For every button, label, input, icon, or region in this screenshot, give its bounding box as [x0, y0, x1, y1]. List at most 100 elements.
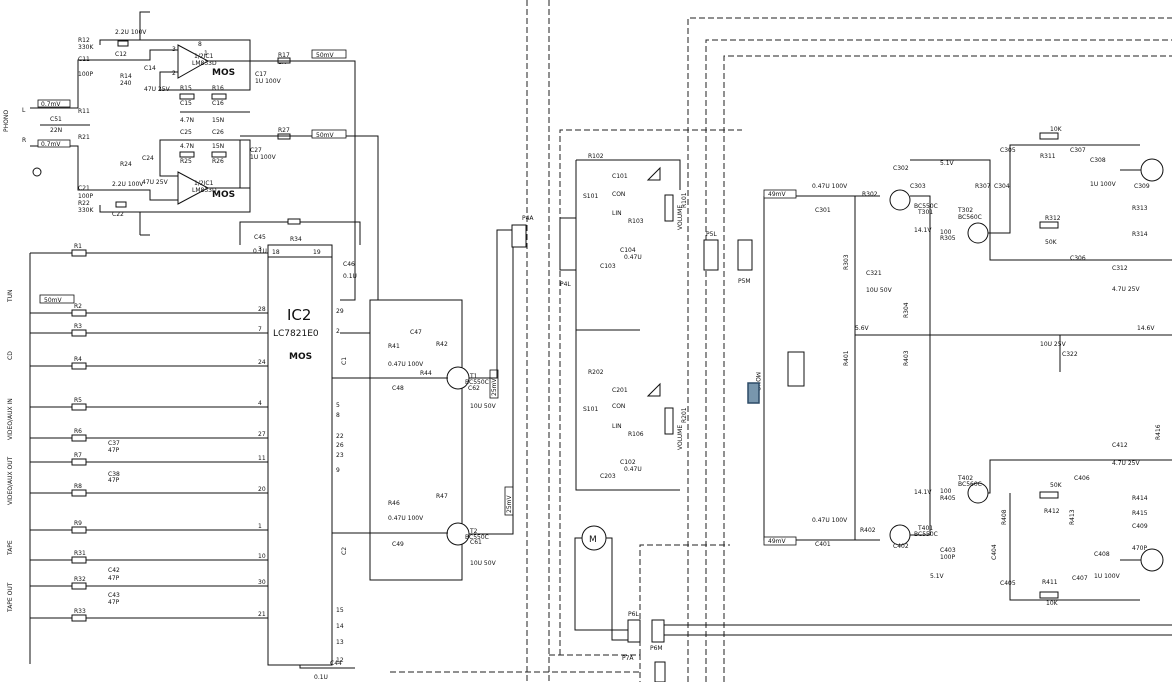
- svg-text:S101: S101: [583, 193, 598, 200]
- svg-text:470P: 470P: [1132, 545, 1147, 552]
- pot-r312[interactable]: [1039, 221, 1059, 229]
- connector-p4l[interactable]: [559, 217, 577, 271]
- ic2-pin-number: 7: [258, 326, 262, 333]
- pot-r412[interactable]: [1039, 491, 1059, 499]
- svg-text:R304: R304: [903, 302, 910, 318]
- ic2-pin-number: 20: [258, 486, 266, 493]
- ground-terminal-icon: [32, 167, 42, 177]
- connector-p6l[interactable]: [627, 619, 641, 643]
- resistor-ref: R5: [74, 397, 82, 404]
- volume-pot-left[interactable]: [664, 194, 674, 222]
- volume-pot-right[interactable]: [664, 407, 674, 435]
- svg-text:C322: C322: [1062, 351, 1078, 358]
- resistor-icon: [287, 218, 301, 225]
- svg-text:R403: R403: [903, 350, 910, 366]
- connector-p4a[interactable]: [511, 224, 527, 248]
- level-tag-vertical: [489, 369, 499, 399]
- svg-text:14.6V: 14.6V: [1137, 325, 1155, 332]
- svg-text:25mV: 25mV: [491, 378, 498, 396]
- svg-text:C203: C203: [600, 473, 616, 480]
- cap-value: 47P: [108, 599, 120, 606]
- svg-text:R11: R11: [78, 108, 90, 115]
- svg-text:5.1V: 5.1V: [930, 573, 945, 580]
- svg-text:10U 25V: 10U 25V: [1040, 341, 1067, 348]
- svg-text:C406: C406: [1074, 475, 1090, 482]
- svg-text:C1: C1: [341, 357, 348, 365]
- svg-text:50K: 50K: [1045, 239, 1058, 246]
- svg-text:C49: C49: [392, 541, 404, 548]
- ic2-selector: 18 19 IC2 LC7821E0 MOS C45 0.1U R34 C46 …: [239, 218, 361, 681]
- input-label-tape-out: TAPE OUT: [7, 582, 14, 613]
- level-tag: [37, 99, 71, 108]
- svg-text:MOS: MOS: [212, 190, 235, 200]
- ic2-pin-number: 13: [336, 639, 344, 646]
- svg-text:1: 1: [204, 50, 208, 57]
- svg-text:0.47U 100V: 0.47U 100V: [388, 515, 424, 522]
- resistor-icon: [71, 362, 87, 370]
- svg-text:R314: R314: [1132, 231, 1148, 238]
- ic2-pin-number: 14: [336, 623, 344, 630]
- svg-text:C312: C312: [1112, 265, 1128, 272]
- transistor-t301-icon: [889, 189, 911, 211]
- svg-text:R311: R311: [1040, 153, 1056, 160]
- svg-text:18: 18: [272, 249, 280, 256]
- ic2-pin-number: 8: [336, 412, 340, 419]
- ic2-pin-number: 30: [258, 579, 266, 586]
- pot-r311[interactable]: [1039, 132, 1059, 140]
- resistor-ref: R3: [74, 323, 82, 330]
- svg-text:100P: 100P: [78, 71, 93, 78]
- opamp-a-symbol: [177, 44, 210, 79]
- ic2-pin-number: 24: [258, 359, 266, 366]
- resistor-icon: [71, 526, 87, 534]
- switch-s302[interactable]: [787, 351, 805, 387]
- svg-text:10U 50V: 10U 50V: [470, 403, 497, 410]
- svg-text:C306: C306: [1070, 255, 1086, 262]
- svg-text:0.7mV: 0.7mV: [41, 141, 61, 148]
- svg-text:330K: 330K: [78, 44, 94, 51]
- transistor-out-lower-icon: [1140, 548, 1164, 572]
- svg-text:R408: R408: [1001, 509, 1008, 525]
- input-rails: TUN CD VIDEO/AUX IN VIDEO/AUX OUT TAPE T…: [7, 253, 75, 664]
- svg-text:M: M: [589, 535, 597, 545]
- svg-text:MOS: MOS: [212, 68, 235, 78]
- svg-text:100P: 100P: [940, 554, 955, 561]
- transistor-out-upper-icon: [1140, 158, 1164, 182]
- svg-text:CON: CON: [612, 403, 625, 410]
- svg-text:47U 25V: 47U 25V: [142, 179, 169, 186]
- svg-text:C408: C408: [1094, 551, 1110, 558]
- svg-text:R25: R25: [180, 158, 192, 165]
- svg-text:4.7U 25V: 4.7U 25V: [1112, 286, 1140, 293]
- svg-text:10U 50V: 10U 50V: [866, 287, 893, 294]
- cap-value: 47P: [108, 477, 120, 484]
- svg-text:49mV: 49mV: [768, 191, 786, 198]
- svg-text:P5L: P5L: [706, 231, 717, 238]
- pot-r411[interactable]: [1039, 591, 1059, 599]
- svg-text:R302: R302: [862, 191, 878, 198]
- resistor-icon: [71, 614, 87, 622]
- svg-text:C51: C51: [50, 116, 62, 123]
- mono-switch-button[interactable]: [747, 382, 760, 404]
- connector-p6m[interactable]: [651, 619, 665, 643]
- svg-text:R: R: [22, 137, 26, 144]
- ic2-pin-number: 23: [336, 452, 344, 459]
- svg-text:P7A: P7A: [622, 655, 634, 662]
- svg-text:14.1V: 14.1V: [914, 227, 932, 234]
- input-label-video-out: VIDEO/AUX OUT: [7, 456, 14, 505]
- svg-text:R405: R405: [940, 495, 956, 502]
- svg-text:0.1U: 0.1U: [253, 248, 267, 255]
- svg-text:C22: C22: [112, 211, 124, 218]
- connector-p5l[interactable]: [703, 239, 719, 271]
- svg-text:R15: R15: [180, 85, 192, 92]
- svg-text:C401: C401: [815, 541, 831, 548]
- input-label-cd: CD: [7, 351, 14, 360]
- svg-text:R34: R34: [290, 236, 302, 243]
- svg-text:C11: C11: [78, 56, 90, 63]
- connector-p5m[interactable]: [737, 239, 753, 271]
- svg-text:C48: C48: [392, 385, 404, 392]
- connector-p7[interactable]: [654, 661, 666, 682]
- svg-text:C12: C12: [115, 51, 127, 58]
- svg-text:C409: C409: [1132, 523, 1148, 530]
- svg-text:25mV: 25mV: [506, 495, 513, 513]
- svg-text:C412: C412: [1112, 442, 1128, 449]
- svg-text:MONO: MONO: [754, 372, 761, 391]
